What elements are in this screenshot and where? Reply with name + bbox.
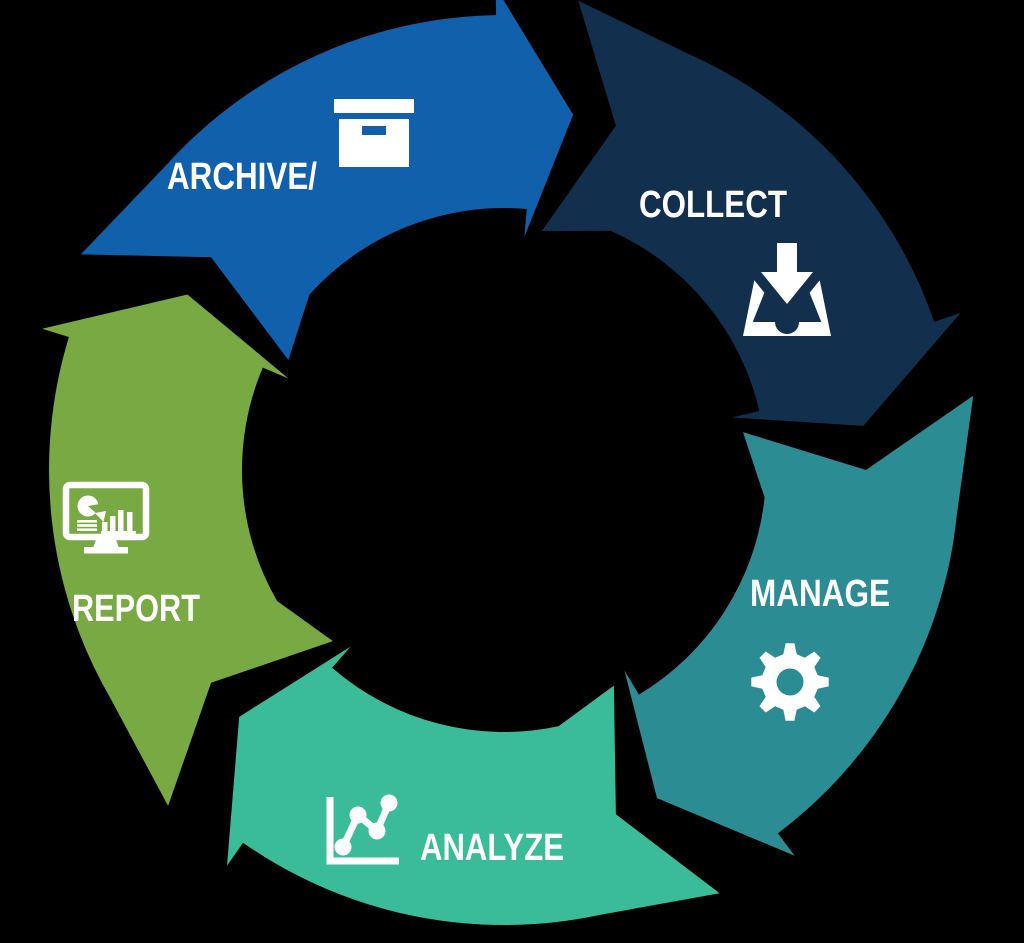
pie-slice <box>95 511 106 522</box>
segment-collect-label: COLLECT <box>639 184 787 226</box>
inbox-download-icon <box>743 240 831 336</box>
segment-archive-arrow <box>80 0 574 361</box>
monitor-base <box>84 547 128 554</box>
bar-baseline <box>101 531 136 534</box>
segment-collect-arrow <box>541 0 961 426</box>
bar <box>102 522 108 531</box>
pie-notch <box>88 504 100 515</box>
gear-shape <box>751 643 829 721</box>
monitor-neck <box>93 537 119 548</box>
chart-point <box>368 822 386 840</box>
inbox-tray <box>743 280 831 336</box>
bar <box>118 510 124 531</box>
bar <box>127 512 133 531</box>
segment-report-label: REPORT <box>72 588 200 630</box>
chart-line <box>339 799 393 851</box>
text-line <box>77 524 97 527</box>
report-monitor-icon <box>62 481 150 554</box>
segment-analyze-label: ANALYZE <box>420 827 564 869</box>
archive-lid <box>334 99 414 113</box>
line-chart-icon <box>326 794 399 865</box>
segment-archive-label: ARCHIVE/ <box>167 156 317 198</box>
segment-manage: MANAGE <box>624 395 974 856</box>
segment-collect: COLLECT <box>541 0 961 426</box>
segment-analyze-arrow <box>227 646 720 926</box>
archive-slot <box>362 126 386 135</box>
segment-analyze: ANALYZE <box>227 646 720 926</box>
text-line <box>77 528 97 531</box>
archive-box-icon <box>334 99 414 167</box>
text-line <box>77 520 97 523</box>
chart-point <box>334 838 352 856</box>
gear-icon <box>751 643 829 721</box>
bar <box>110 516 116 531</box>
segment-report: REPORT <box>42 294 333 806</box>
segment-manage-label: MANAGE <box>750 573 890 615</box>
segment-archive: ARCHIVE/ <box>80 0 574 361</box>
chart-point <box>349 806 367 824</box>
segment-report-arrow <box>42 294 333 806</box>
chart-point <box>380 794 398 812</box>
chart-axes <box>326 797 399 865</box>
download-arrow <box>754 240 820 309</box>
segment-manage-arrow <box>624 395 974 856</box>
